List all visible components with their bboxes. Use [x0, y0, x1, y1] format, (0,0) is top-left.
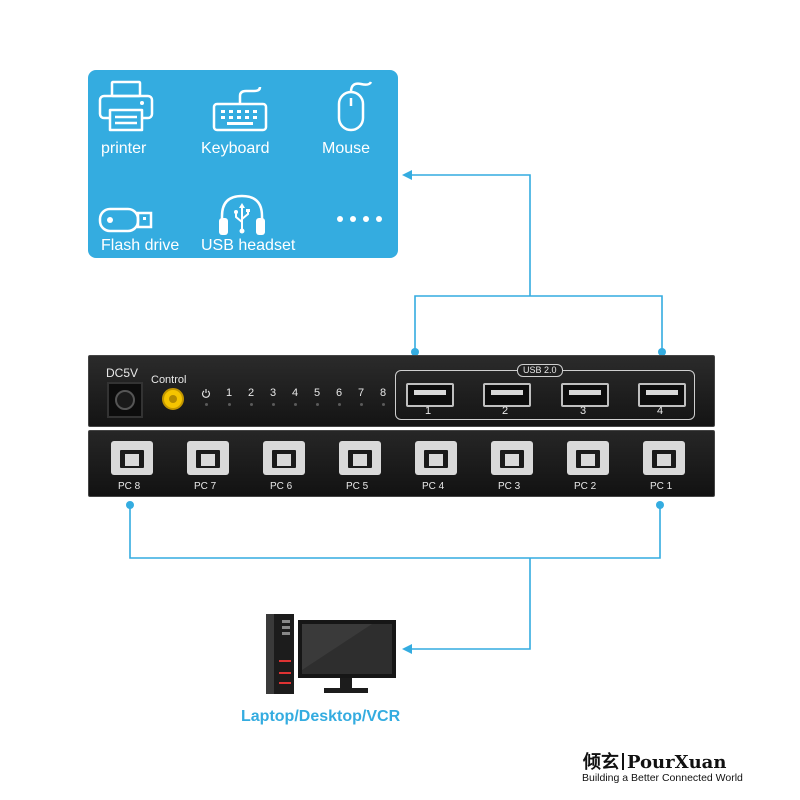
led-label-5: 5 [314, 387, 321, 399]
led-label-6: 6 [336, 387, 343, 399]
usb-b-port-pc-6[interactable] [263, 441, 305, 475]
led-2 [250, 403, 253, 406]
brand-tagline: Building a Better Connected World [582, 772, 743, 784]
pc-port-label-5: PC 5 [346, 481, 369, 492]
led-label-3: 3 [270, 387, 277, 399]
usb-a-port-1[interactable] [406, 383, 454, 407]
dc-jack-hole [115, 390, 135, 410]
led-8 [382, 403, 385, 406]
more-devices-dots [337, 216, 382, 222]
led-label-2: 2 [248, 387, 255, 399]
usb-a-port-2[interactable] [483, 383, 531, 407]
flash-drive-icon [98, 207, 153, 233]
led-5 [316, 403, 319, 406]
usb-b-port-pc-3[interactable] [491, 441, 533, 475]
device-label-keyboard: Keyboard [201, 140, 270, 157]
power-icon [201, 389, 211, 398]
brand-divider [622, 753, 624, 770]
led-1 [228, 403, 231, 406]
led-label-7: 7 [358, 387, 365, 399]
pc-port-label-1: PC 1 [650, 481, 673, 492]
control-button-center [169, 395, 177, 403]
usb-switch-pc-panel [88, 430, 715, 497]
device-label-mouse: Mouse [322, 140, 371, 157]
usb-b-port-pc-1[interactable] [643, 441, 685, 475]
keyboard-icon [212, 86, 268, 132]
led-label-8: 8 [380, 387, 387, 399]
pc-port-label-8: PC 8 [118, 481, 141, 492]
led-label-4: 4 [292, 387, 299, 399]
usb-port-label-4: 4 [657, 405, 664, 417]
led-6 [338, 403, 341, 406]
device-label-flash-drive: Flash drive [101, 237, 180, 254]
device-label-usb-headset: USB headset [201, 237, 296, 254]
usb-a-port-4[interactable] [638, 383, 686, 407]
usb-b-port-pc-4[interactable] [415, 441, 457, 475]
computer-label: Laptop/Desktop/VCR [241, 708, 401, 725]
usb-b-port-pc-2[interactable] [567, 441, 609, 475]
usb-a-port-3[interactable] [561, 383, 609, 407]
power-label: DC5V [106, 366, 139, 380]
usb-b-port-pc-5[interactable] [339, 441, 381, 475]
pc-port-label-3: PC 3 [498, 481, 521, 492]
pc-port-label-4: PC 4 [422, 481, 445, 492]
power-led [205, 403, 208, 406]
control-label: Control [151, 374, 187, 386]
led-4 [294, 403, 297, 406]
led-7 [360, 403, 363, 406]
pc-port-label-7: PC 7 [194, 481, 217, 492]
pc-port-label-6: PC 6 [270, 481, 293, 492]
brand-name: PourXuan [627, 752, 727, 773]
usb-b-port-pc-8[interactable] [111, 441, 153, 475]
brand-chinese-name: 倾玄 [583, 752, 619, 773]
usb-b-port-pc-7[interactable] [187, 441, 229, 475]
brand-logo: 倾玄 PourXuan [583, 748, 726, 774]
pc-port-label-2: PC 2 [574, 481, 597, 492]
printer-icon [98, 80, 154, 132]
usb-port-label-1: 1 [425, 405, 432, 417]
mouse-icon [337, 81, 373, 132]
usb-standard-label: USB 2.0 [517, 364, 563, 377]
usb-port-label-2: 2 [502, 405, 509, 417]
usb-port-label-3: 3 [580, 405, 587, 417]
led-3 [272, 403, 275, 406]
desktop-computer-icon [266, 614, 396, 694]
led-label-1: 1 [226, 387, 233, 399]
usb-switch-top-panel [88, 355, 715, 427]
usb-headset-icon [219, 194, 265, 235]
device-label-printer: printer [101, 140, 147, 157]
